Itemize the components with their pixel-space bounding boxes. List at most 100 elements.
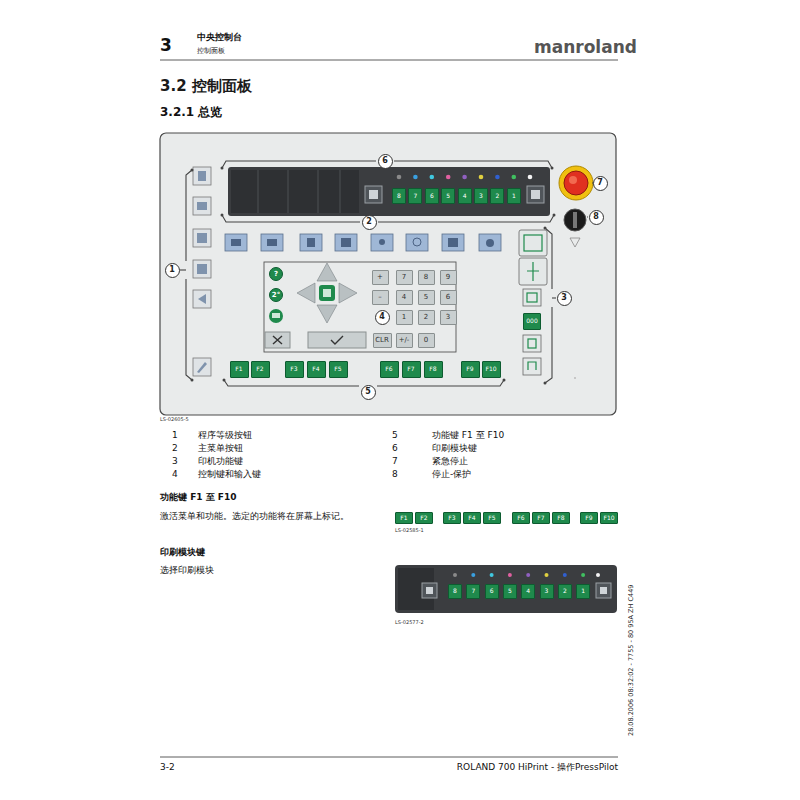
module-strip-detail (471, 573, 475, 577)
legend-number: 7 (392, 456, 398, 466)
page-rules (160, 757, 618, 758)
cursor-cross (297, 263, 357, 323)
function-key: F10 (482, 361, 501, 378)
control-panel (272, 313, 280, 318)
callout-brackets (587, 216, 588, 217)
press-function-keys (523, 289, 541, 306)
paragraph-text: 选择印刷模块 (160, 565, 214, 575)
main-menu-keys (300, 234, 322, 251)
callout-number: 8 (589, 210, 604, 225)
bracket-dots (544, 227, 547, 230)
key-label: 2 (424, 314, 428, 321)
key-label: F3 (448, 515, 455, 521)
control-panel (365, 186, 382, 203)
program-level-icons (197, 233, 207, 243)
key-label: 3 (446, 314, 450, 321)
bracket-dots (544, 382, 547, 385)
module-strip-detail (545, 573, 549, 577)
legend-number: 1 (172, 430, 178, 440)
function-key: F3 (443, 512, 461, 524)
module-strip-detail (426, 587, 433, 594)
chapter-number: 3 (160, 36, 172, 56)
control-panel (228, 167, 550, 216)
main-menu-icons (231, 238, 494, 247)
function-key: F9 (461, 361, 480, 378)
key-label: 8 (453, 588, 457, 594)
printing-module-key: 8 (392, 188, 406, 204)
page-number: 3-2 (160, 762, 175, 772)
press-function-icons (524, 235, 542, 370)
key-label: F6 (385, 366, 392, 372)
function-key: F5 (329, 361, 348, 378)
callout-brackets (222, 215, 554, 222)
main-menu-icons (307, 238, 315, 247)
callout-brackets (180, 269, 186, 270)
main-menu-keys (261, 234, 283, 251)
key-label: F7 (407, 366, 414, 372)
brand-logo: manroland (534, 38, 637, 58)
function-key: F4 (463, 512, 481, 524)
control-panel (527, 186, 544, 203)
legend-text: 印刷模块键 (432, 443, 477, 453)
keypad-key: 8 (418, 270, 435, 285)
key-label: 3 (479, 193, 483, 199)
legend-number: 8 (392, 469, 398, 479)
program-level-icons (198, 294, 206, 304)
main-menu-keys (406, 234, 428, 251)
control-panel (564, 171, 588, 195)
callout-number: 7 (593, 176, 608, 191)
bracket-dots (553, 214, 556, 217)
key-label: 1 (581, 588, 585, 594)
cursor-cross (297, 283, 315, 303)
key-label: 7 (597, 179, 603, 187)
program-level-keys (193, 197, 211, 215)
key-label: 000 (526, 318, 537, 324)
bracket-dots (191, 167, 556, 385)
key-label: 4 (463, 193, 467, 199)
paragraph-text: 激活菜单和功能。选定的功能将在屏幕上标记。 (160, 511, 349, 521)
control-panel (318, 170, 319, 213)
printing-module-key: 7 (466, 584, 480, 599)
control-panel (288, 170, 289, 213)
control-panel (319, 285, 335, 301)
callout-number: 1 (165, 263, 180, 278)
keypad-key: +/- (396, 333, 413, 348)
footer-title: ROLAND 700 HiPrint - 操作PressPilot (457, 762, 618, 772)
figure-code: LS-02577-2 (395, 620, 424, 626)
key-label: 4 (402, 294, 406, 301)
program-level-keys (193, 358, 211, 376)
key-label: F1 (235, 366, 242, 372)
module-leds (528, 175, 533, 180)
function-key: F2 (415, 512, 433, 524)
main-menu-icons (486, 239, 494, 247)
main-menu-icons (231, 239, 241, 246)
paragraph-heading: 印刷模块键 (160, 547, 205, 557)
key-label: 5 (424, 294, 428, 301)
key-label: 6 (430, 193, 434, 199)
module-leds (397, 175, 533, 180)
printing-module-key: 5 (441, 188, 455, 204)
key-label: 1 (402, 314, 406, 321)
bracket-dots (503, 379, 506, 382)
key-label: F9 (466, 366, 473, 372)
key-label: F2 (420, 515, 427, 521)
keypad-key: 1 (396, 310, 413, 325)
callout-brackets (180, 161, 593, 386)
program-level-keys (193, 290, 211, 308)
printing-module-key: 4 (458, 188, 472, 204)
module-strip-detail (395, 565, 617, 613)
keypad-key: 4 (396, 290, 413, 305)
legend-text: 印机功能键 (198, 456, 243, 466)
key-label: 0 (424, 337, 428, 344)
main-menu-icons (267, 239, 277, 246)
control-panel (231, 170, 359, 213)
callout-brackets (552, 297, 556, 298)
function-key: F8 (424, 361, 443, 378)
module-strip-detail (398, 568, 434, 610)
main-menu-icons (448, 238, 458, 247)
function-key: F6 (380, 361, 399, 378)
key-label: F8 (429, 366, 436, 372)
key-label: 1 (512, 193, 516, 199)
key-label: F6 (517, 515, 524, 521)
section-name: 控制面板 (197, 47, 225, 55)
